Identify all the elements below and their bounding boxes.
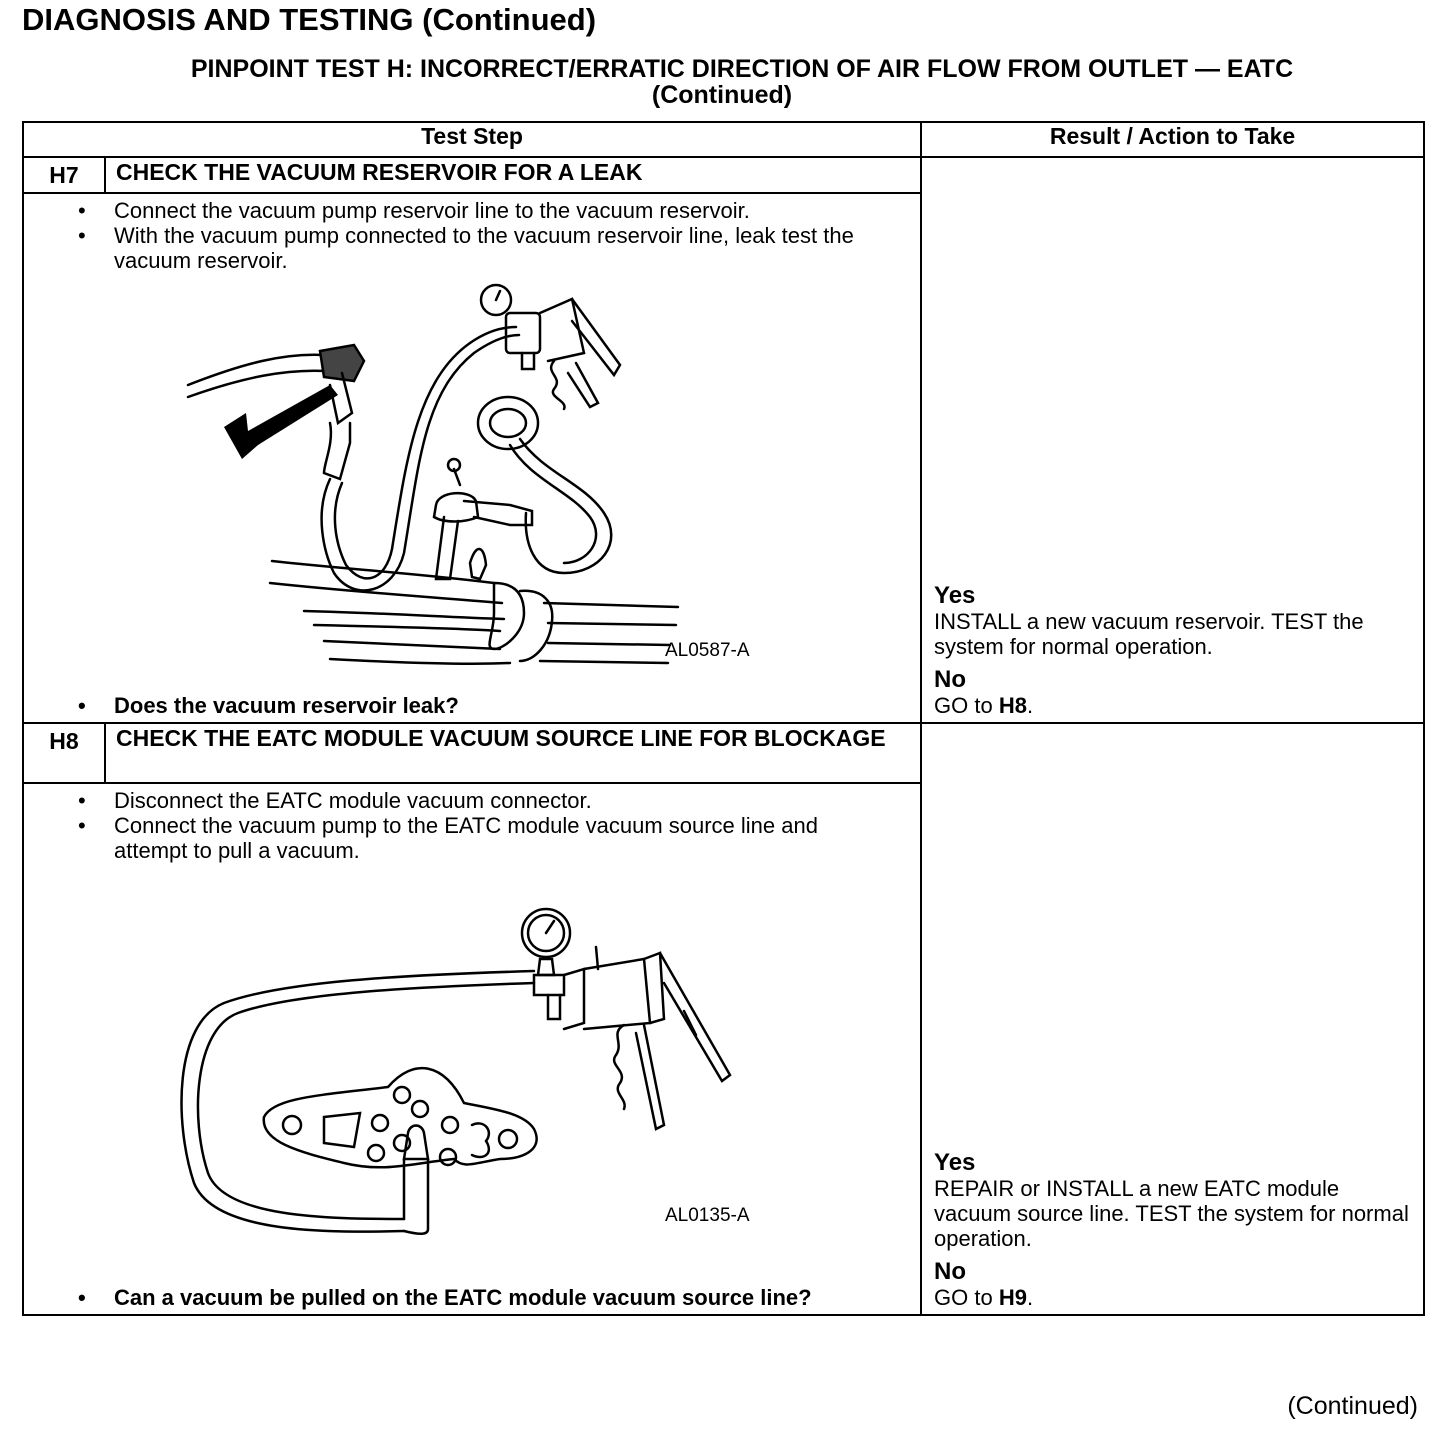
yes-label: Yes (934, 1149, 976, 1176)
pinpoint-test-title: PINPOINT TEST H: INCORRECT/ERRATIC DIREC… (22, 56, 1422, 108)
instruction-item: Connect the vacuum pump to the EATC modu… (78, 813, 880, 863)
no-label: No (934, 666, 967, 693)
page-title: DIAGNOSIS AND TESTING (Continued) (22, 2, 597, 37)
no-action-suffix: . (1026, 693, 1034, 718)
step-h7-body: Connect the vacuum pump reservoir line t… (21, 192, 923, 724)
yes-action: REPAIR or INSTALL a new EATC module vacu… (934, 1176, 1409, 1251)
instruction-item: Connect the vacuum pump reservoir line t… (78, 198, 880, 223)
step-h8-body: Disconnect the EATC module vacuum connec… (21, 782, 923, 1316)
question-item: Can a vacuum be pulled on the EATC modul… (78, 1285, 880, 1310)
step-id: H8 (22, 722, 106, 784)
figure-label: AL0135-A (665, 1205, 750, 1226)
step-title: CHECK THE VACUUM RESERVOIR FOR A LEAK (103, 156, 923, 194)
next-step-ref: H9 (998, 1285, 1027, 1310)
step-question: Can a vacuum be pulled on the EATC modul… (24, 1285, 920, 1314)
step-h8-body-row: Disconnect the EATC module vacuum connec… (21, 782, 1424, 1316)
figure-label: AL0587-A (665, 640, 750, 661)
no-action-prefix: GO to (934, 1285, 999, 1310)
step-title: CHECK THE EATC MODULE VACUUM SOURCE LINE… (103, 722, 923, 784)
step-id: H7 (22, 156, 106, 194)
no-action: GO to H8. (934, 693, 1415, 718)
step-instructions: Disconnect the EATC module vacuum connec… (24, 788, 920, 863)
vacuum-reservoir-illustration (186, 283, 680, 666)
step-question: Does the vacuum reservoir leak? (24, 693, 920, 722)
figure-vacuum-source-line-test: AL0135-A (24, 863, 920, 1285)
step-h7-result: Yes INSTALL a new vacuum reservoir. TEST… (920, 156, 1426, 724)
no-action: GO to H9. (934, 1285, 1415, 1310)
pinpoint-test-title-line2: (Continued) (651, 81, 793, 109)
step-h7-body-row: Connect the vacuum pump reservoir line t… (21, 192, 1424, 724)
yes-action: INSTALL a new vacuum reservoir. TEST the… (934, 609, 1364, 659)
col-result-header: Result / Action to Take (920, 121, 1426, 158)
step-h7-title-row: H7 CHECK THE VACUUM RESERVOIR FOR A LEAK… (22, 156, 1426, 724)
no-label: No (934, 1258, 967, 1285)
question-item: Does the vacuum reservoir leak? (78, 693, 880, 718)
pinpoint-test-title-line1: PINPOINT TEST H: INCORRECT/ERRATIC DIREC… (190, 55, 1294, 83)
col-test-step-header: Test Step (21, 121, 923, 158)
instruction-item: With the vacuum pump connected to the va… (78, 223, 880, 273)
step-h8-title-row: H8 CHECK THE EATC MODULE VACUUM SOURCE L… (22, 722, 1426, 1316)
no-action-suffix: . (1026, 1285, 1034, 1310)
step-h8-result: Yes REPAIR or INSTALL a new EATC module … (920, 722, 1426, 1316)
next-step-ref: H8 (998, 693, 1027, 718)
continued-note: (Continued) (1287, 1392, 1418, 1420)
instruction-item: Disconnect the EATC module vacuum connec… (78, 788, 880, 813)
figure-vacuum-reservoir-test: AL0587-A (24, 273, 920, 693)
vacuum-source-line-illustration (180, 907, 732, 1235)
table-header-row: Test Step Result / Action to Take (21, 121, 1426, 158)
yes-label: Yes (934, 582, 976, 609)
no-action-prefix: GO to (934, 693, 999, 718)
step-instructions: Connect the vacuum pump reservoir line t… (24, 198, 920, 273)
pinpoint-test-table: Test Step Result / Action to Take H7 CHE… (21, 121, 1426, 1316)
